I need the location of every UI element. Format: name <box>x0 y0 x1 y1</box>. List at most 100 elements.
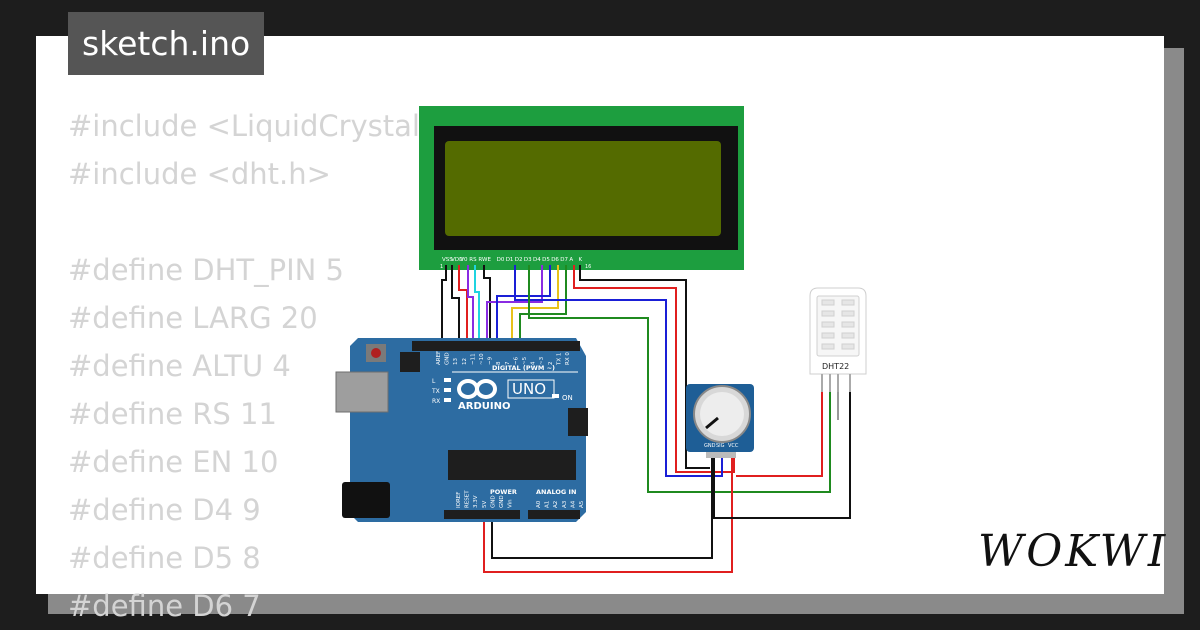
power-pin-label: RESET <box>465 490 471 508</box>
pot-pin-label: GND <box>704 443 716 449</box>
wire-lcd-k-black <box>579 265 710 469</box>
wire-d6-yellow <box>511 265 559 344</box>
power-header <box>444 510 520 519</box>
on-led <box>552 394 559 398</box>
lcd-pin-label: V0 <box>460 257 468 263</box>
wire-d7-green <box>519 265 567 344</box>
power-jack <box>342 482 390 518</box>
usb-port <box>335 371 389 413</box>
analog-pin-label: A0 <box>536 500 542 508</box>
status-led-label: RX <box>432 398 440 405</box>
power-pin-label: GND <box>490 495 496 508</box>
wire-lcd-green <box>528 265 831 493</box>
on-led-label: ON <box>562 394 573 402</box>
lcd-pin-label: D3 <box>524 257 532 263</box>
lcd-pin-label: VSS <box>442 257 453 263</box>
wire-dht-red <box>736 390 823 477</box>
reset-button-cap <box>371 348 381 358</box>
code-line: #define D4 9 <box>68 493 261 527</box>
pot-knob-inner <box>700 392 744 436</box>
lcd-pin-label: E <box>488 257 492 263</box>
power-pin-label: Vin <box>508 499 514 508</box>
code-line: #define LARG 20 <box>68 301 318 335</box>
status-led-label: TX <box>431 388 440 395</box>
digital-pin-label: 13 <box>453 358 459 365</box>
analog-pin-label: A3 <box>562 500 568 508</box>
dht22-grille <box>816 295 860 357</box>
lcd-pin-label: RW <box>478 257 488 263</box>
top-header <box>412 341 580 351</box>
wire-dht-black <box>713 390 851 519</box>
power-pin-label: 5V <box>482 501 488 508</box>
code-line: #include <dht.h> <box>68 157 331 191</box>
dht22-legs <box>821 374 851 392</box>
pot-pin-label: SIG <box>716 443 725 449</box>
code-line: #define ALTU 4 <box>68 349 291 383</box>
digital-label: DIGITAL (PWM ~) <box>492 364 555 372</box>
power-pin-label: 3.3V <box>473 495 479 508</box>
digital-pin-label: 4 <box>531 361 537 365</box>
wire-lcd-red <box>573 265 735 473</box>
wire-rs-red <box>458 265 468 344</box>
code-line: #define EN 10 <box>68 445 279 479</box>
wire-rw-gnd <box>483 265 491 344</box>
digital-pin-label: ~9 <box>488 356 494 365</box>
digital-pin-label: ~3 <box>539 356 545 365</box>
lcd-pin-label: D5 <box>542 257 550 263</box>
atmega-chip <box>448 450 576 480</box>
wokwi-logo: WOKWI <box>978 526 1169 577</box>
dht22-sensor[interactable]: DHT22 <box>809 287 867 392</box>
digital-pin-label: 7 <box>505 361 511 365</box>
code-line: #define RS 11 <box>68 397 277 431</box>
digital-pin-label: 8 <box>496 361 502 365</box>
wire-rw-purple <box>467 265 474 344</box>
digital-pin-label: ~10 <box>479 353 485 365</box>
lcd-pin-label: D6 <box>551 257 559 263</box>
code-line: #include <LiquidCrystal <box>68 109 420 143</box>
power-pin-label: IOREF <box>456 492 462 508</box>
analog-pin-label: A4 <box>570 500 576 508</box>
wire-5v-red <box>483 458 733 573</box>
wire-lcd-blue <box>514 265 723 477</box>
lcd-pin-label: VDD <box>451 257 463 263</box>
analog-pin-label: A1 <box>545 501 551 508</box>
wire-vss-gnd <box>441 265 447 344</box>
code-line: #define D6 7 <box>68 589 261 623</box>
code-line: #define DHT_PIN 5 <box>68 253 345 287</box>
code-preview: #include <LiquidCrystal #include <dht.h> #… <box>68 102 420 630</box>
status-led-label: L <box>432 378 436 385</box>
arduino-logo <box>457 379 497 399</box>
lcd-pin-label: A <box>569 257 573 263</box>
status-led <box>444 378 451 382</box>
lcd-pin-label: D7 <box>560 257 568 263</box>
status-led <box>444 388 451 392</box>
status-led <box>444 398 451 402</box>
uno-badge <box>507 379 555 399</box>
lcd-pin-label: D1 <box>506 257 514 263</box>
digital-pin-label: AREF <box>436 351 442 365</box>
status-leds: L TX RX <box>431 378 451 405</box>
analog-pin-label: A2 <box>553 501 559 508</box>
lcd-screen <box>445 141 721 236</box>
digital-pin-label: 2 <box>548 362 554 366</box>
wire-e-cyan <box>474 265 480 344</box>
lcd-pin-last-label: 16 <box>585 264 591 270</box>
pot-indicator <box>705 416 719 430</box>
sketch-filename-tab[interactable]: sketch.ino <box>68 12 265 75</box>
code-line: #define D5 8 <box>68 541 261 575</box>
power-pin-label: GND <box>499 495 505 508</box>
digital-pin-label: GND <box>445 352 451 365</box>
wire-d5-blue <box>496 265 551 344</box>
digital-pin-label: ~5 <box>522 356 528 365</box>
arduino-logo-text: ARDUINO <box>458 401 510 412</box>
lcd-pin-label: D2 <box>515 257 523 263</box>
wire-vdd <box>451 265 460 344</box>
